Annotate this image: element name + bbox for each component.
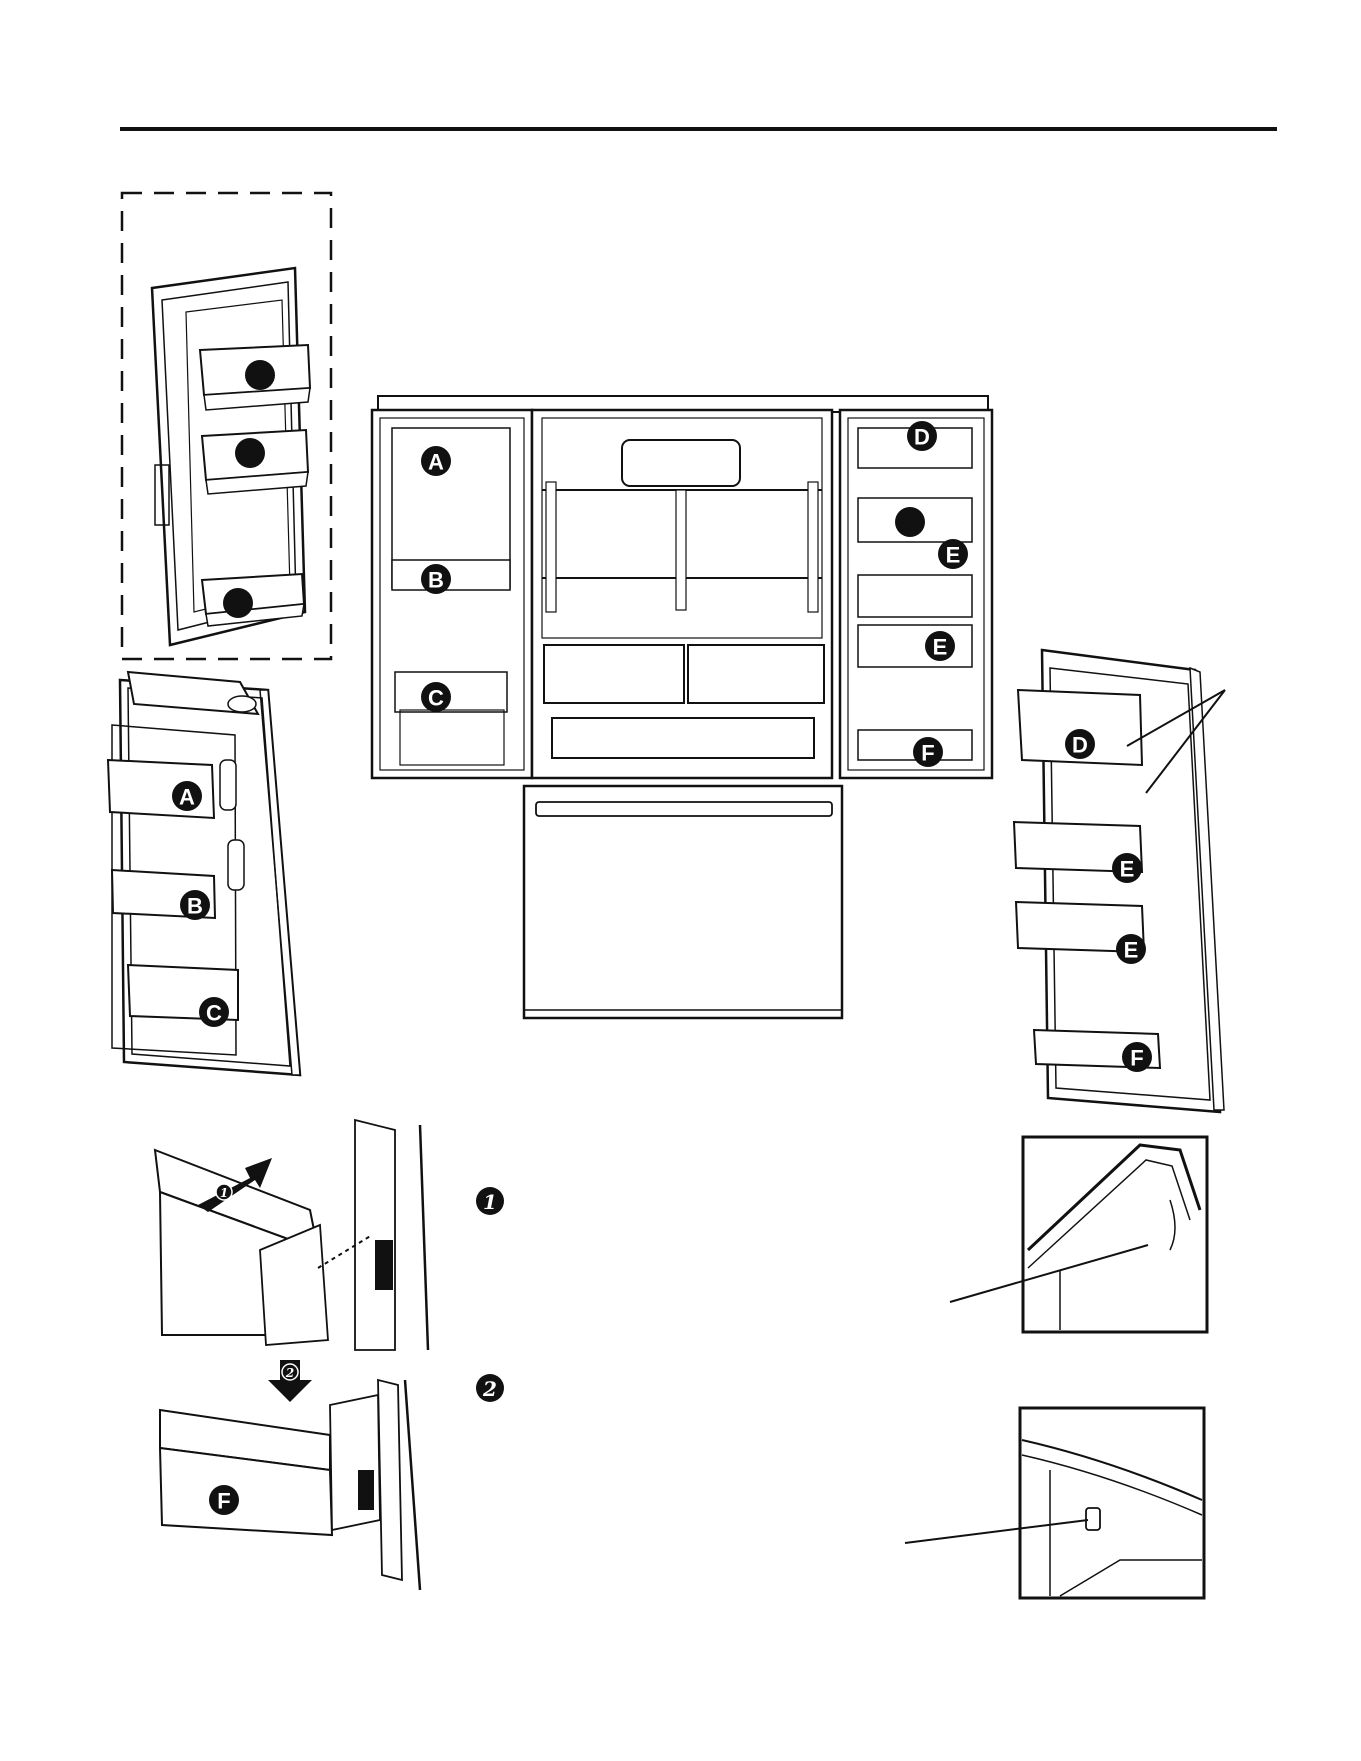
freezer-drawer	[524, 786, 842, 1018]
label-c-fridge: C	[421, 682, 451, 712]
label-f-step-2-text: F	[217, 1489, 230, 1514]
label-b-left-door-text: B	[187, 894, 203, 919]
inset-marker-dot-1	[245, 360, 275, 390]
label-e-right-door-lower: E	[1116, 934, 1146, 964]
step-2-marker: 2	[476, 1374, 504, 1402]
step-2-illustration: 2 F	[160, 1360, 420, 1590]
label-e-right-door-upper-text: E	[1120, 857, 1135, 882]
label-e-right-door-lower-text: E	[1124, 938, 1139, 963]
right-door-view: D E E F	[1014, 650, 1225, 1112]
marker-dot-fridge	[895, 507, 925, 537]
left-door-view: A B C	[108, 672, 300, 1075]
label-d-fridge-text: D	[914, 425, 930, 450]
label-b-fridge-text: B	[428, 568, 444, 593]
label-f-fridge-text: F	[921, 741, 934, 766]
label-f-fridge: F	[913, 737, 943, 767]
inset-marker-dot-2	[235, 438, 265, 468]
inset-bin-bottom	[202, 574, 304, 626]
inset-marker-dot-3	[223, 588, 253, 618]
label-c-left-door: C	[199, 997, 229, 1027]
detail-box-bin-clip	[950, 1137, 1207, 1332]
label-c-left-door-text: C	[206, 1001, 222, 1026]
step-1-marker: 1	[476, 1187, 504, 1215]
step-1-marker-text: 1	[483, 1190, 497, 1214]
label-c-fridge-text: C	[428, 686, 444, 711]
step-1-illustration: 1	[155, 1120, 428, 1350]
label-e-right-door-upper: E	[1112, 853, 1142, 883]
inset-optional-door	[122, 193, 331, 659]
label-a-left-door: A	[172, 781, 202, 811]
step-2-arrow-number: 2	[285, 1366, 294, 1380]
label-f-step-2: F	[209, 1485, 239, 1515]
label-e-fridge-lower-text: E	[933, 635, 948, 660]
detail-box-door-peg	[905, 1408, 1204, 1598]
label-f-right-door: F	[1122, 1042, 1152, 1072]
step-1-arrow-number: 1	[220, 1186, 228, 1200]
label-a-left-door-text: A	[179, 785, 195, 810]
label-d-right-door: D	[1065, 729, 1095, 759]
label-b-fridge: B	[421, 564, 451, 594]
label-e-fridge-lower: E	[925, 631, 955, 661]
step-2-marker-text: 2	[482, 1377, 497, 1401]
label-e-fridge-upper: E	[938, 539, 968, 569]
refrigerator-front-view: A B C D E E F	[372, 396, 992, 1018]
label-e-fridge-upper-text: E	[946, 543, 961, 568]
label-b-left-door: B	[180, 890, 210, 920]
label-a-fridge-text: A	[428, 450, 444, 475]
label-d-fridge: D	[907, 421, 937, 451]
label-d-right-door-text: D	[1072, 733, 1088, 758]
label-a-fridge: A	[421, 446, 451, 476]
header-rule	[120, 127, 1277, 131]
label-f-right-door-text: F	[1130, 1046, 1143, 1071]
